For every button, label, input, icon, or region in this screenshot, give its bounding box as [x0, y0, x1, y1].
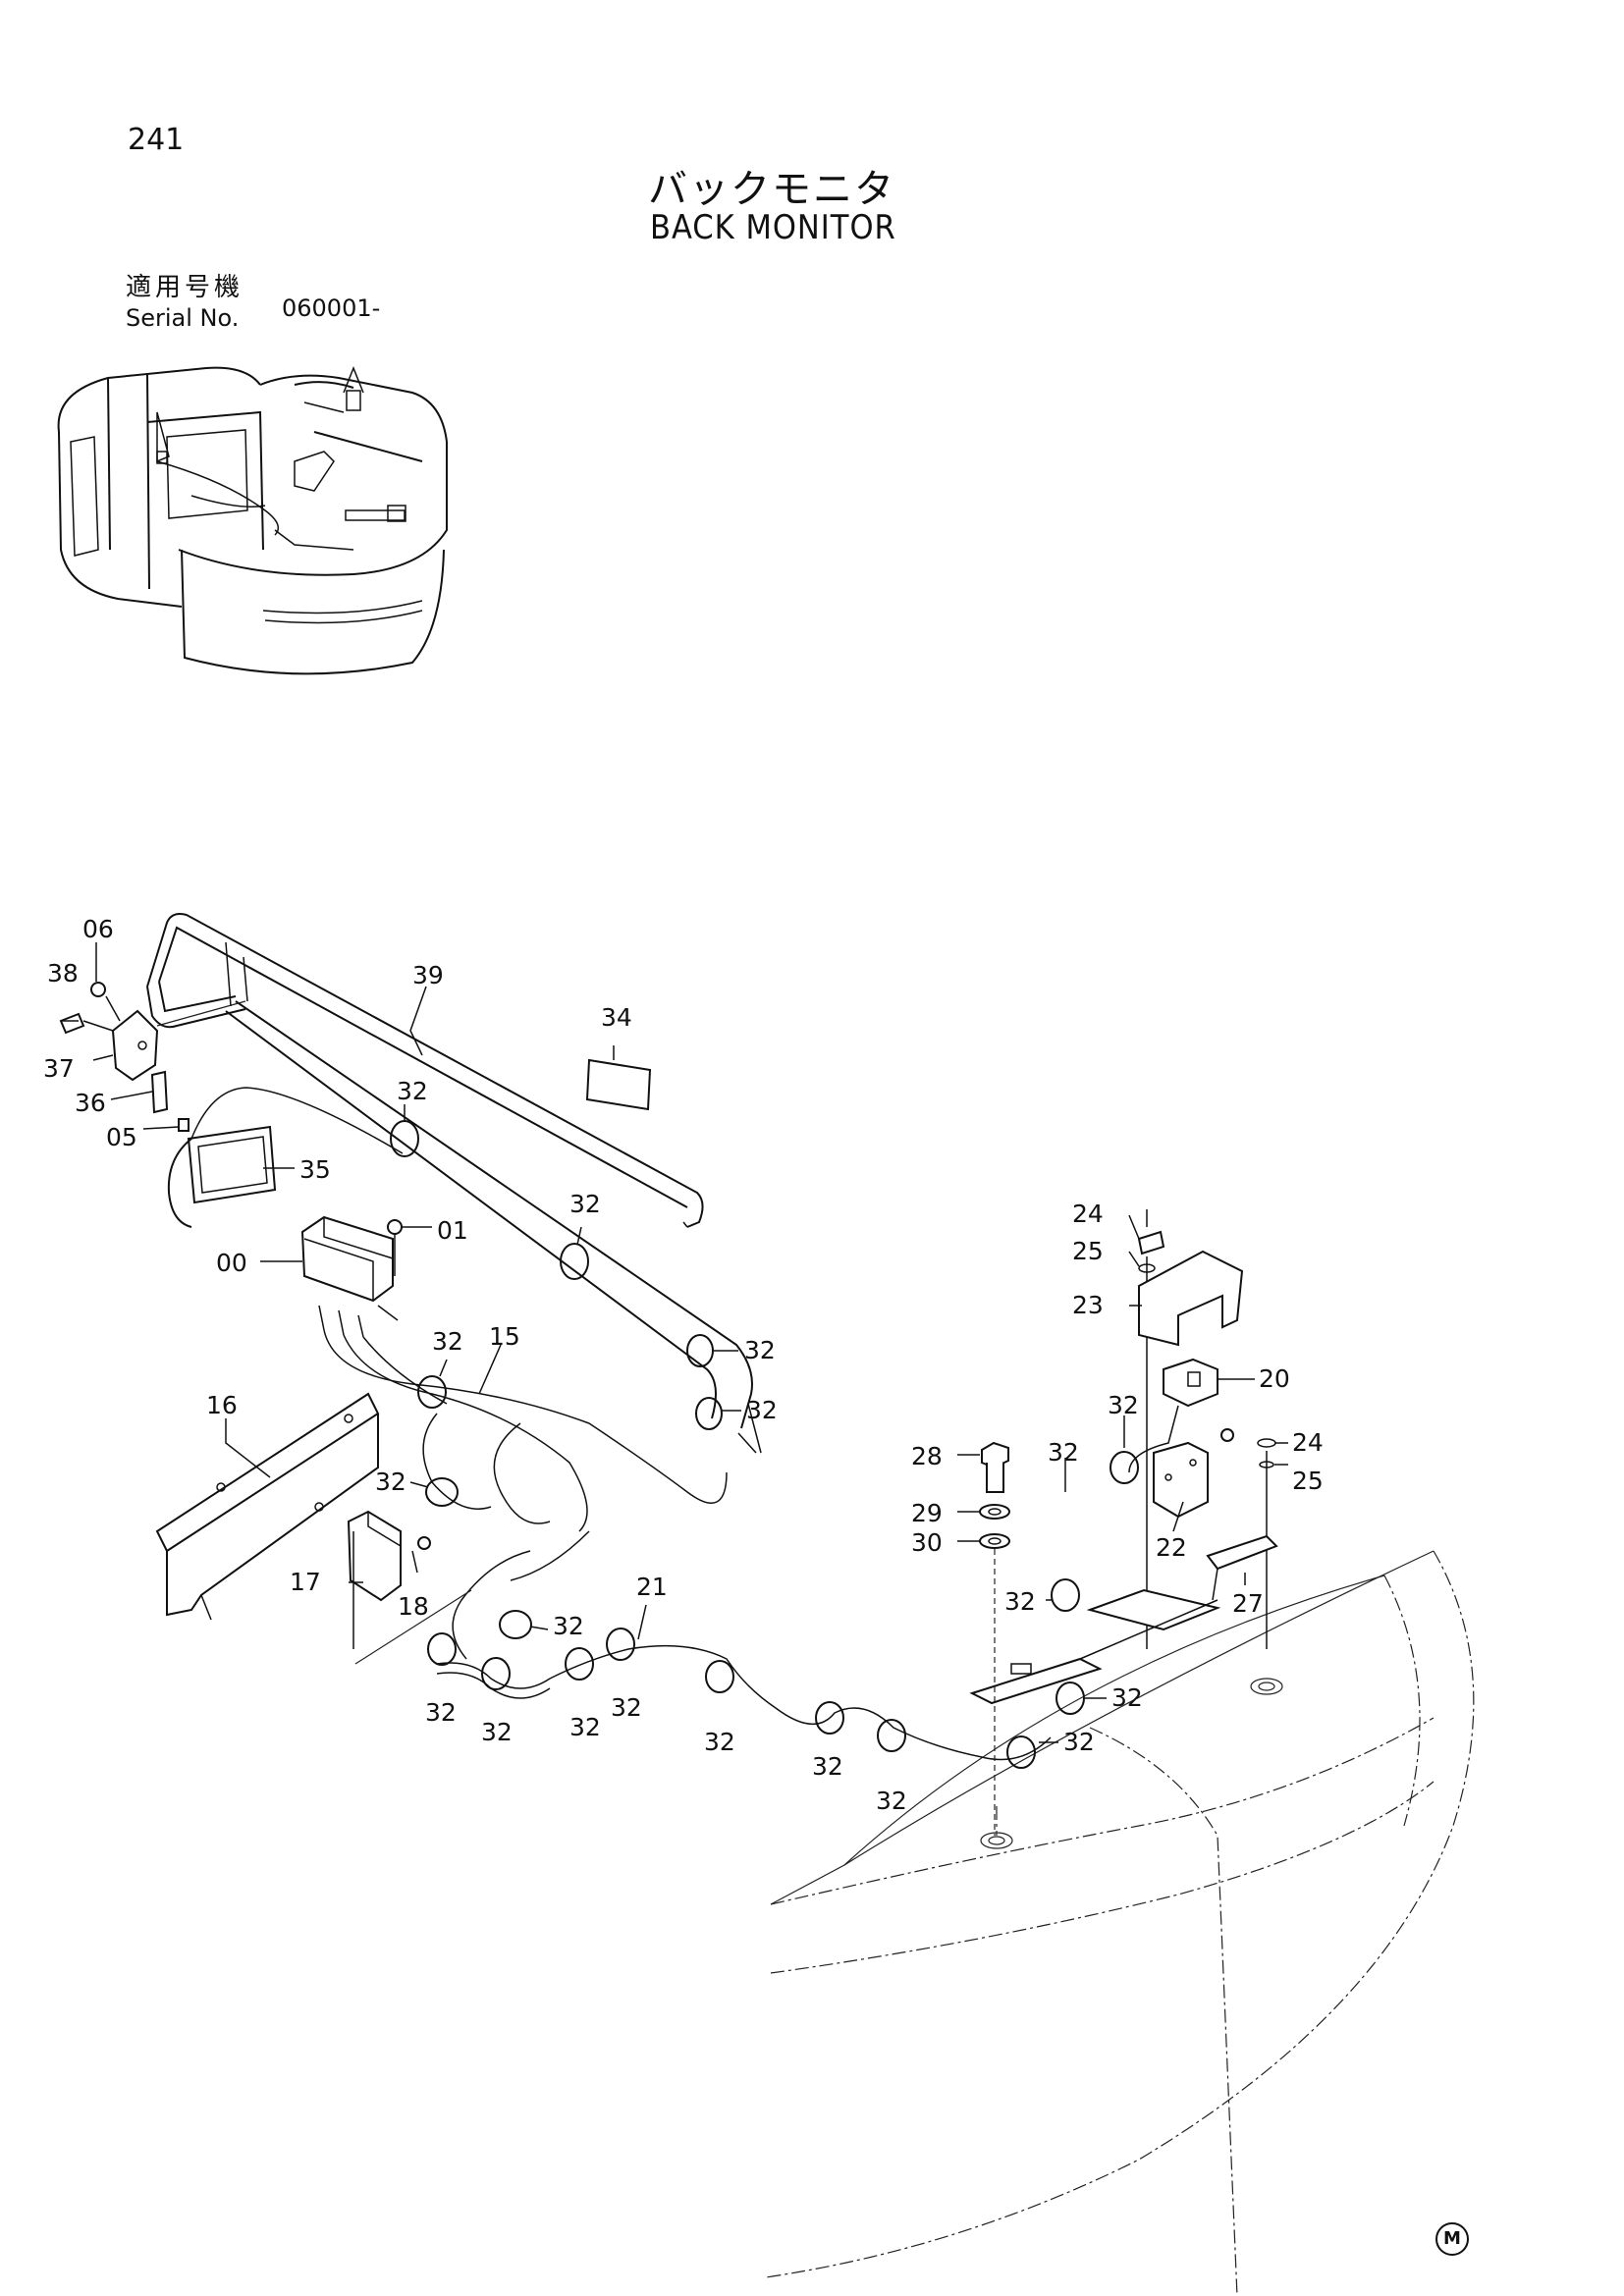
bracket-group-parts-37-36-05-06-38: [59, 982, 246, 1132]
counterweight-outline: [765, 1550, 1475, 2296]
callout-20: 20: [1259, 1364, 1290, 1393]
callout-06: 06: [82, 915, 114, 943]
callout-32: 32: [812, 1752, 843, 1781]
callout-38: 38: [47, 959, 79, 988]
callout-29: 29: [911, 1499, 943, 1527]
callout-32: 32: [375, 1468, 406, 1496]
callout-32: 32: [1048, 1438, 1079, 1467]
callout-32: 32: [1063, 1728, 1095, 1756]
callout-32: 32: [425, 1698, 457, 1727]
serial-label-japanese: 適用号機: [126, 273, 244, 302]
wiring-harness-part-21: [436, 1644, 1052, 1761]
camera-part-20: [1128, 1358, 1218, 1473]
leader-lines: [61, 942, 1288, 1743]
callout-34: 34: [601, 1003, 632, 1032]
clamps-part-32: [390, 1120, 1139, 1769]
callout-32: 32: [432, 1327, 463, 1356]
unit-part-17: [347, 1510, 472, 1665]
callout-32: 32: [746, 1396, 778, 1424]
bolt-washer-parts-28-29-30: [979, 1441, 1010, 1836]
label-plate-part-34: [585, 1058, 652, 1111]
wiring-harness-part-15: [323, 1329, 728, 1660]
callout-32: 32: [1111, 1683, 1143, 1712]
callout-25: 25: [1072, 1237, 1104, 1265]
bracket-part-22: [1153, 1428, 1276, 1649]
callout-22: 22: [1156, 1533, 1187, 1562]
callout-27: 27: [1232, 1589, 1264, 1618]
callout-24: 24: [1072, 1200, 1104, 1228]
guard-rail-part-39: [146, 913, 762, 1454]
control-unit-part-00: [300, 1215, 403, 1338]
callout-24: 24: [1292, 1428, 1324, 1457]
callout-37: 37: [43, 1054, 75, 1083]
callout-32: 32: [704, 1728, 735, 1756]
bracket-part-16: [155, 1392, 380, 1621]
cover-part-23: [1137, 1230, 1244, 1649]
callout-01: 01: [437, 1216, 468, 1245]
callout-21: 21: [636, 1573, 668, 1601]
callout-32: 32: [744, 1336, 776, 1364]
machine-overview-illustration: [57, 365, 448, 675]
callout-23: 23: [1072, 1291, 1104, 1319]
callout-32: 32: [481, 1718, 513, 1746]
callout-32: 32: [569, 1713, 601, 1741]
callout-35: 35: [299, 1155, 331, 1184]
callout-30: 30: [911, 1528, 943, 1557]
callout-25: 25: [1292, 1467, 1324, 1495]
callout-32: 32: [1004, 1587, 1036, 1616]
monitor-part-35: [167, 1087, 404, 1228]
callout-32: 32: [397, 1077, 428, 1105]
callout-labels: 06 38 37 36 05 39 34 32 35 01 32 00 32 3…: [43, 915, 1324, 1815]
callout-00: 00: [216, 1249, 247, 1277]
callout-32: 32: [569, 1190, 601, 1218]
callout-16: 16: [206, 1391, 238, 1419]
serial-number-value: 060001-: [282, 294, 381, 322]
callout-32: 32: [876, 1787, 907, 1815]
callout-17: 17: [290, 1568, 321, 1596]
callout-39: 39: [412, 961, 444, 989]
callout-15: 15: [489, 1322, 520, 1351]
callout-05: 05: [106, 1123, 137, 1151]
mount-plate-part-27: [969, 1534, 1278, 1705]
callout-18: 18: [398, 1592, 429, 1621]
callout-32: 32: [553, 1612, 584, 1640]
callout-32: 32: [611, 1693, 642, 1722]
title-english: BACK MONITOR: [650, 208, 896, 247]
title-japanese: バックモニタ: [648, 167, 895, 212]
callout-28: 28: [911, 1442, 943, 1470]
callout-32: 32: [1108, 1391, 1139, 1419]
callout-36: 36: [75, 1089, 106, 1117]
page-number: 241: [128, 123, 185, 157]
serial-label-english: Serial No.: [126, 304, 240, 332]
m-mark-icon: M: [1435, 2222, 1469, 2256]
